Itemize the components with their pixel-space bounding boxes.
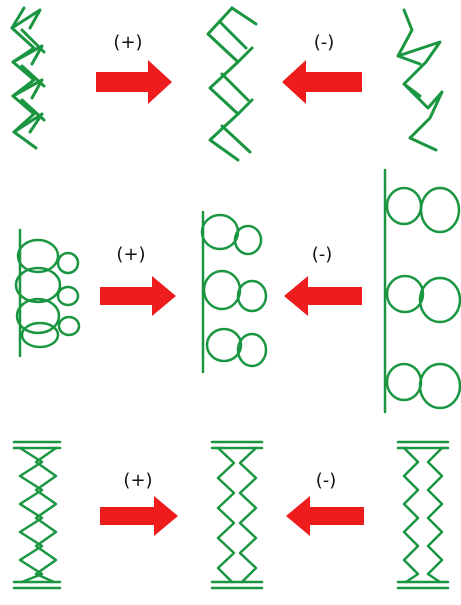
row-3-right-structure [396, 440, 450, 590]
row-1-positive-label: (+) [113, 32, 143, 53]
row-2-negative-label: (-) [311, 244, 333, 265]
row-1-right-structure [396, 8, 444, 152]
row-2-right-pointing-arrow [100, 276, 176, 316]
row-3-positive-label: (+) [123, 470, 153, 491]
row-3-center-structure [210, 440, 264, 590]
row-3-left-pointing-arrow [286, 496, 364, 536]
row-2-left-pointing-arrow [284, 276, 362, 316]
row-1-right-pointing-arrow [96, 60, 172, 104]
row-3-right-pointing-arrow [100, 496, 178, 536]
row-1-center-structure [206, 6, 258, 162]
row-2-positive-label: (+) [116, 244, 146, 265]
row-3-negative-label: (-) [315, 470, 337, 491]
row-2-center-structure [200, 210, 268, 374]
row-2-left-structure [14, 228, 81, 358]
row-1-negative-label: (-) [313, 32, 335, 53]
row-3-left-structure [12, 440, 62, 590]
row-2-right-structure [383, 168, 461, 414]
row-1-left-pointing-arrow [282, 60, 362, 104]
row-1-left-structure [10, 6, 46, 150]
